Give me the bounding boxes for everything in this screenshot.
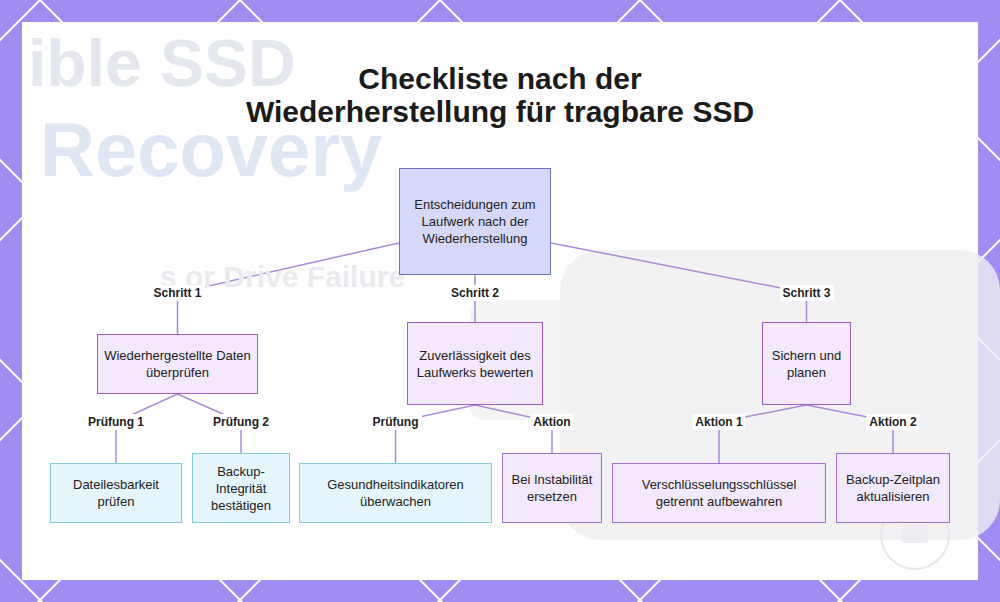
diagram-title: Checkliste nach der Wiederherstellung fü… bbox=[235, 62, 765, 128]
node-text: Bei Instabilität ersetzen bbox=[509, 471, 595, 505]
edge-label: Schritt 3 bbox=[779, 285, 833, 301]
action-box: Bei Instabilität ersetzen bbox=[502, 453, 602, 523]
node-text: Backup-Integrität bestätigen bbox=[199, 463, 283, 514]
connector-line bbox=[551, 243, 807, 322]
edge-label: Aktion 2 bbox=[866, 414, 919, 430]
edge-label: Schritt 1 bbox=[150, 285, 204, 301]
edge-label: Prüfung 2 bbox=[210, 414, 272, 430]
action-box: Verschlüsselungsschlüssel getrennt aufbe… bbox=[612, 463, 826, 523]
step-box: Zuverlässigkeit des Laufwerks bewerten bbox=[407, 322, 543, 405]
node-text: Verschlüsselungsschlüssel getrennt aufbe… bbox=[619, 476, 819, 510]
root-box: Entscheidungen zum Laufwerk nach der Wie… bbox=[399, 168, 551, 275]
step-box: Wiederhergestellte Daten überprüfen bbox=[97, 334, 258, 394]
check-box: Dateilesbarkeit prüfen bbox=[50, 463, 182, 523]
check-box: Backup-Integrität bestätigen bbox=[192, 453, 290, 523]
node-text: Entscheidungen zum Laufwerk nach der Wie… bbox=[406, 196, 544, 247]
edge-label: Prüfung 1 bbox=[85, 414, 147, 430]
check-box: Gesundheitsindikatoren überwachen bbox=[299, 463, 492, 523]
edge-label: Prüfung bbox=[370, 414, 422, 430]
node-text: Gesundheitsindikatoren überwachen bbox=[306, 476, 485, 510]
action-box: Backup-Zeitplan aktualisieren bbox=[836, 453, 950, 523]
edge-label: Aktion 1 bbox=[692, 414, 745, 430]
step-box: Sichern und planen bbox=[762, 322, 851, 405]
node-text: Sichern und planen bbox=[769, 347, 844, 381]
node-text: Zuverlässigkeit des Laufwerks bewerten bbox=[414, 347, 536, 381]
edge-label: Aktion bbox=[530, 414, 573, 430]
node-text: Wiederhergestellte Daten überprüfen bbox=[104, 347, 251, 381]
node-text: Backup-Zeitplan aktualisieren bbox=[843, 471, 943, 505]
watermark-text: ible SSD bbox=[28, 30, 296, 96]
node-text: Dateilesbarkeit prüfen bbox=[57, 476, 175, 510]
edge-label: Schritt 2 bbox=[448, 285, 502, 301]
